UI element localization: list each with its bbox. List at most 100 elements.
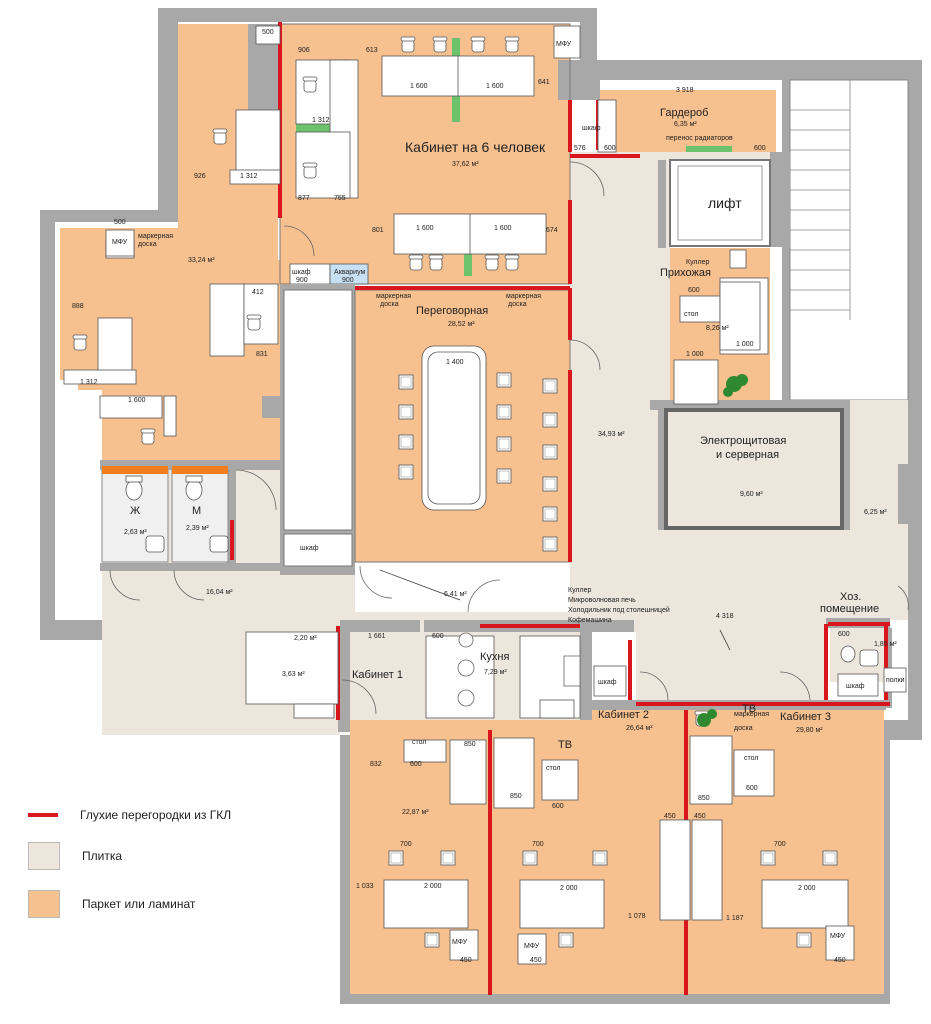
dim-600-e: 600 [838, 631, 850, 638]
dim-850-a: 850 [464, 741, 476, 748]
room-wardrobe-title: Гардероб [660, 107, 708, 119]
dim-926: 926 [194, 173, 206, 180]
dim-500-b: 500 [114, 219, 126, 226]
room-hall-title: Прихожая [660, 267, 711, 279]
label-stol-office2: стол [546, 765, 560, 772]
dim-1000-b: 1 000 [736, 341, 754, 348]
label-shkaf-wardrobe: шкаф [582, 125, 601, 132]
legend-tile-label: Плитка [82, 849, 123, 863]
dim-600-c: 600 [688, 287, 700, 294]
direction-arrow [379, 569, 731, 651]
room-lobby-area: 16,04 м² [206, 589, 233, 596]
label-radiator: перенос радиаторов [666, 135, 733, 142]
room-office2-area: 26,64 м² [626, 725, 653, 732]
door-swings [109, 161, 909, 715]
room-corridor-area: 34,93 м² [598, 431, 625, 438]
legend-parquet: Паркет или ламинат [28, 890, 195, 918]
dim-450-b: 450 [530, 957, 542, 964]
room-office1-title: Кабинет 1 [352, 669, 403, 681]
label-mfu-left: МФУ [112, 239, 128, 246]
dim-1033: 1 033 [356, 883, 374, 890]
furniture-labels: МФУ МФУ шкаф Аквариум маркерная доска ма… [112, 41, 905, 950]
room-office6-title: Кабинет на 6 человек [405, 139, 546, 155]
dim-700-a: 700 [400, 841, 412, 848]
legend-parquet-label: Паркет или ламинат [82, 897, 196, 911]
dim-600-b: 600 [754, 145, 766, 152]
dim-613: 613 [366, 47, 378, 54]
dim-450-a: 450 [460, 957, 472, 964]
room-meeting-title: Переговорная [416, 305, 488, 317]
dim-641: 641 [538, 79, 550, 86]
dim-600-f: 600 [410, 761, 422, 768]
room-wc-f: Ж [130, 505, 140, 517]
label-polki: полки [886, 677, 905, 684]
room-storage-title-1: Хоз. [840, 591, 861, 603]
dim-755: 755 [334, 195, 346, 202]
dim-1312-b: 1 312 [240, 173, 258, 180]
room-left-area: 33,24 м² [188, 257, 215, 264]
dim-576: 576 [574, 145, 586, 152]
dim-900-a: 900 [296, 277, 308, 284]
dim-1187: 1 187 [726, 915, 744, 922]
label-kuller-hall: Куллер [686, 259, 709, 266]
dim-1600-a: 1 600 [410, 83, 428, 90]
dim-4318: 4 318 [716, 613, 734, 620]
dim-412: 412 [252, 289, 264, 296]
legend-parquet-swatch [28, 890, 60, 918]
room-wc-m-area: 2,39 м² [186, 525, 209, 532]
dim-1661: 1 661 [368, 633, 386, 640]
label-shkaf-aquarium: шкаф [292, 269, 311, 276]
room-passage-area: 6,41 м² [444, 591, 467, 598]
legend-tile-swatch [28, 842, 60, 870]
dim-1600-d: 1 600 [494, 225, 512, 232]
staircase [789, 79, 909, 401]
label-shkaf-storage: шкаф [846, 683, 865, 690]
legend-partitions-swatch [28, 813, 58, 817]
label-aquarium: Аквариум [334, 269, 365, 276]
room-office3-area: 29,80 м² [796, 727, 823, 734]
room-small-area: 2,20 м² [294, 635, 317, 642]
dim-801: 801 [372, 227, 384, 234]
legend-partitions-label: Глухие перегородки из ГКЛ [80, 808, 232, 822]
dim-700-c: 700 [774, 841, 786, 848]
label-marker-office3-1: маркерная [734, 711, 769, 718]
room-wc-f-area: 2,63 м² [124, 529, 147, 536]
dim-450-e: 450 [834, 957, 846, 964]
dim-500-a: 500 [262, 29, 274, 36]
dim-2000-a: 2 000 [424, 883, 442, 890]
dimension-labels: 1 600 1 600 1 600 1 600 1 312 1 312 1 31… [72, 29, 850, 964]
wc-fixtures [125, 475, 879, 667]
room-labels: Кабинет на 6 человек 37,62 м² 33,24 м² Г… [124, 107, 897, 816]
room-office2-title: Кабинет 2 [598, 709, 649, 721]
dim-2000-c: 2 000 [798, 885, 816, 892]
dim-850-b: 850 [510, 793, 522, 800]
legend-partitions: Глухие перегородки из ГКЛ [28, 808, 231, 822]
label-kitchen-note-2: Микроволновая печь [568, 597, 636, 604]
label-kitchen-note-3: Холодильник под столешницей [568, 606, 670, 614]
label-shkaf-left: шкаф [300, 545, 319, 552]
label-mfu-office2: МФУ [524, 943, 540, 950]
dim-850-c: 850 [698, 795, 710, 802]
room-wc-m: М [192, 505, 201, 517]
dim-1400: 1 400 [446, 359, 464, 366]
label-stol-office1: стол [412, 739, 426, 746]
dim-600-h: 600 [746, 785, 758, 792]
dim-600-a: 600 [604, 145, 616, 152]
room-office3-title: Кабинет 3 [780, 711, 831, 723]
label-kitchen-note-1: Куллер [568, 587, 591, 594]
label-marker-left-2: доска [138, 241, 157, 248]
room-wardrobe-area: 6,35 м² [674, 121, 697, 128]
dim-1600-b: 1 600 [486, 83, 504, 90]
room-hall-area: 8,26 м² [706, 325, 729, 332]
label-mfu-office3: МФУ [830, 933, 846, 940]
label-mfu-top: МФУ [556, 41, 572, 48]
room-right-area: 6,25 м² [864, 509, 887, 516]
dim-1078: 1 078 [628, 913, 646, 920]
dim-450-c: 450 [664, 813, 676, 820]
dim-1600-e: 1 600 [128, 397, 146, 404]
room-electric-title-2: и серверная [716, 449, 779, 461]
label-shkaf-kitchen: шкаф [598, 679, 617, 686]
dim-1312-a: 1 312 [312, 117, 330, 124]
room-meeting-area: 28,52 м² [448, 321, 475, 328]
dim-700-b: 700 [532, 841, 544, 848]
